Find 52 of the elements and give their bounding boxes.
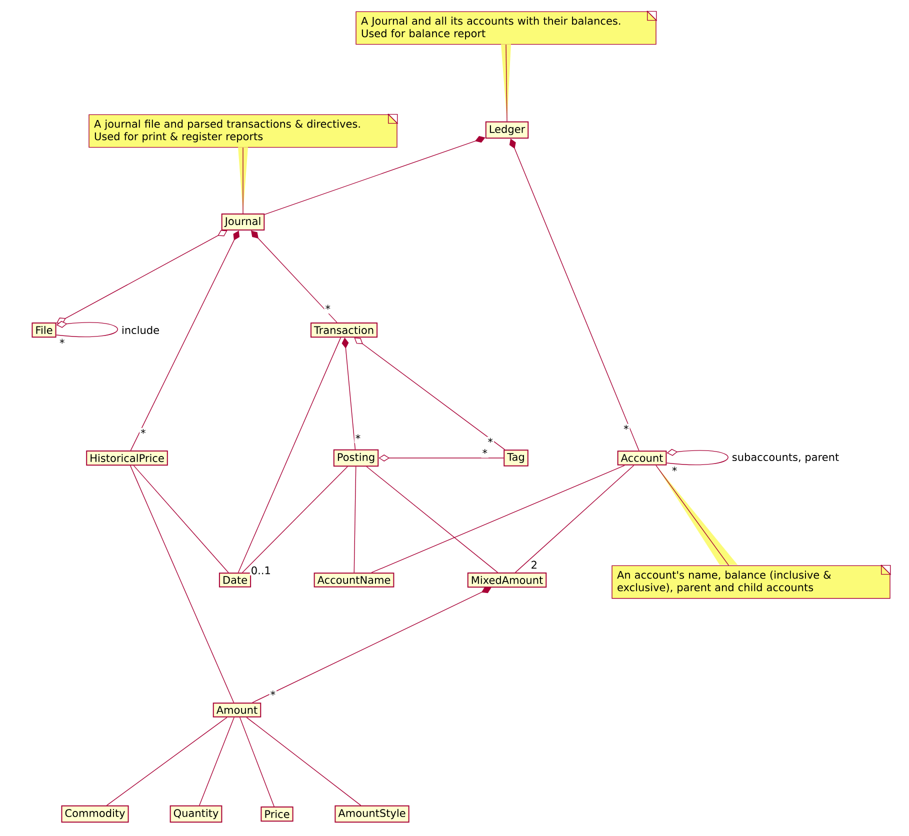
association-line xyxy=(242,466,348,573)
multiplicity-label: * xyxy=(354,433,362,444)
multiplicity-label: * xyxy=(481,448,488,458)
class-box: Transaction xyxy=(310,322,378,338)
association-line xyxy=(252,586,492,703)
multiplicity-label: 0..1 xyxy=(250,565,272,576)
class-box: Account xyxy=(617,450,667,466)
association-line xyxy=(515,465,634,573)
association-line xyxy=(56,320,118,338)
multiplicity-label: * xyxy=(58,338,66,348)
class-box: Date xyxy=(218,572,252,588)
class-box: MixedAmount xyxy=(467,572,547,588)
association-line xyxy=(342,338,356,450)
association-line xyxy=(366,466,498,573)
class-box: Journal xyxy=(221,213,265,231)
edge-label: subaccounts, parent xyxy=(730,452,840,464)
class-box: Quantity xyxy=(170,805,222,823)
class-box: AmountStyle xyxy=(334,805,410,823)
class-box: Amount xyxy=(212,702,262,718)
class-box: File xyxy=(32,322,56,338)
association-line xyxy=(246,717,362,806)
association-line xyxy=(354,338,506,450)
association-line xyxy=(133,465,229,573)
edge-label: include xyxy=(120,324,161,336)
association-line xyxy=(106,717,228,806)
note-pointer xyxy=(501,44,511,122)
multiplicity-label: * xyxy=(670,466,678,476)
association-line xyxy=(240,717,274,807)
class-box: AccountName xyxy=(314,572,394,588)
class-box: Commodity xyxy=(61,805,129,823)
association-line xyxy=(354,466,356,573)
multiplicity-label: 2 xyxy=(530,560,538,570)
association-line xyxy=(666,448,728,466)
note-pointer xyxy=(238,147,248,214)
multiplicity-label: * xyxy=(324,304,332,314)
multiplicity-label: * xyxy=(269,690,277,700)
note-pointer xyxy=(656,465,738,566)
multiplicity-label: * xyxy=(622,424,630,434)
association-line xyxy=(378,454,504,462)
class-box: Price xyxy=(260,806,294,822)
association-line xyxy=(371,465,625,573)
multiplicity-label: * xyxy=(486,436,494,447)
class-box: Posting xyxy=(333,449,379,467)
association-line xyxy=(509,138,640,451)
association-line xyxy=(238,337,342,573)
multiplicity-label: * xyxy=(140,428,147,438)
class-box: Ledger xyxy=(485,121,529,139)
association-line xyxy=(199,717,234,806)
association-line xyxy=(264,136,486,215)
association-line xyxy=(130,465,234,703)
class-box: HistoricalPrice xyxy=(86,450,168,466)
class-box: Tag xyxy=(504,450,528,466)
